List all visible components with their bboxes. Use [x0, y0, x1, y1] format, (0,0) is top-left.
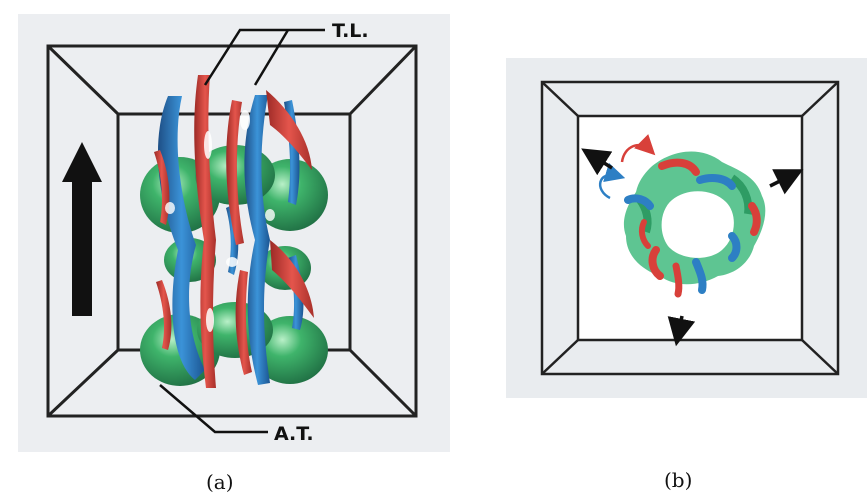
- panel-a-figure: T.L. A.T.: [0, 0, 450, 502]
- callout-tl-label: T.L.: [332, 20, 369, 42]
- panel-b-caption: (b): [664, 468, 692, 492]
- callout-at-label: A.T.: [274, 423, 314, 445]
- panel-a: T.L. A.T. (a): [0, 0, 450, 502]
- panel-b-figure: [500, 0, 867, 502]
- panel-b: (b): [500, 0, 867, 502]
- panel-a-caption: (a): [206, 470, 234, 494]
- panel-b-box-frame: [542, 82, 838, 374]
